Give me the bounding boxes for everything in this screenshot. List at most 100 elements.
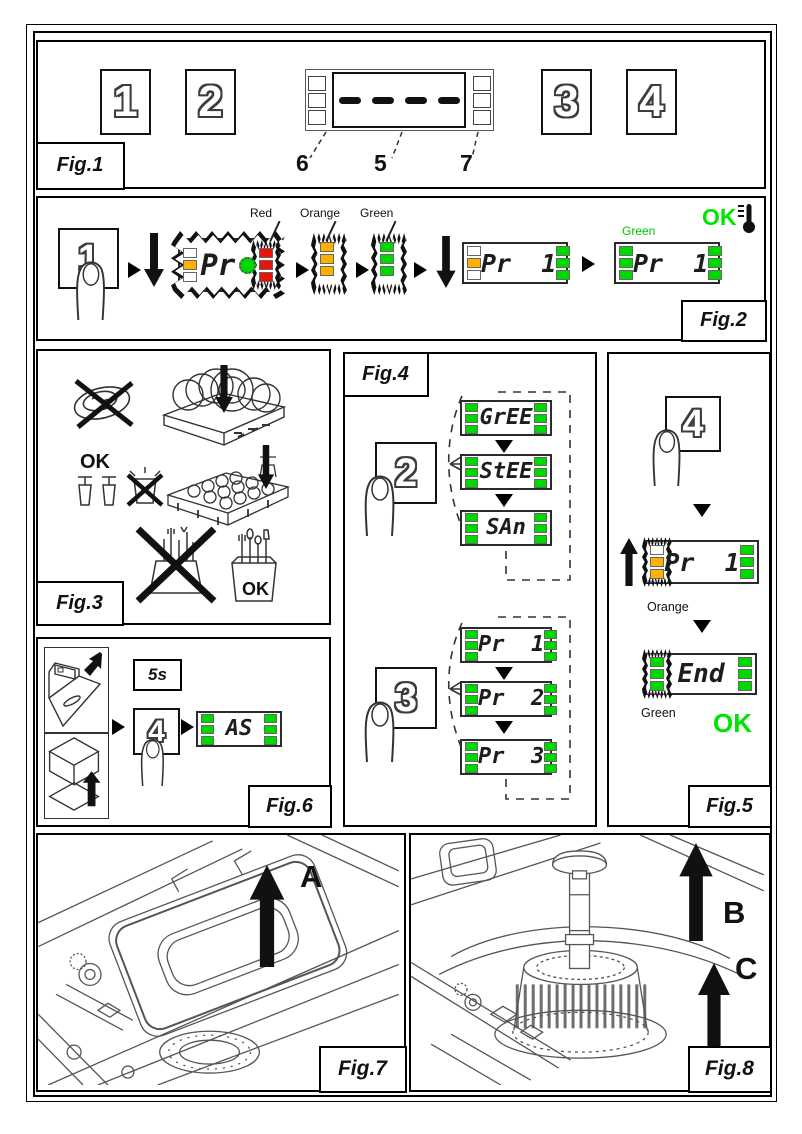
led-off (308, 109, 326, 125)
fig6-panel: 5s 4 AS Fig.6 (36, 637, 332, 828)
led-green (465, 694, 478, 704)
led-green (619, 246, 633, 256)
arrow-down-icon (693, 620, 711, 633)
led-column-left (465, 683, 478, 715)
led-green (544, 694, 558, 704)
led-green (465, 752, 478, 762)
display-pr1-green: Pr 1 (614, 242, 723, 284)
green-led-flash (380, 242, 398, 286)
dishwasher-door-icon (48, 652, 102, 728)
led-green (619, 258, 633, 268)
led-green (465, 512, 478, 522)
led-green (544, 640, 558, 650)
led-column-orange (320, 242, 338, 276)
callout-7: 7 (460, 150, 473, 176)
led-column-right (544, 741, 558, 773)
lift-arrow-a-icon (249, 865, 285, 967)
arrow-right-icon (296, 262, 309, 278)
led-off (650, 545, 664, 555)
finger-icon (76, 261, 105, 320)
glasses-ok-label: OK (80, 451, 110, 473)
led-green (534, 523, 547, 533)
arrow-right-icon (112, 719, 125, 735)
led-green (201, 713, 214, 723)
plate-rack-icon (161, 368, 287, 446)
level-up-arrow-icon (620, 538, 638, 586)
cutlery-basket-crossed-icon (135, 526, 217, 604)
fig5-label: Fig.5 (687, 784, 772, 828)
led-green (650, 657, 664, 667)
led-green (556, 246, 571, 256)
press-down-arrow-icon (436, 236, 456, 288)
display-text: StEE (479, 459, 533, 484)
arrow-down-icon (495, 494, 513, 507)
callout-5: 5 (374, 150, 387, 176)
glass-upright-crossed-icon (126, 467, 164, 507)
led-green (544, 752, 558, 762)
outer-page-border (26, 24, 777, 1102)
led-green (465, 763, 478, 773)
callout-6: 6 (296, 150, 309, 176)
led-green (533, 424, 547, 434)
led-green (544, 651, 558, 661)
fig4-button-3-number: 3 (394, 676, 418, 720)
led-column-left (465, 512, 478, 544)
cycle-loop-dashes-top (447, 391, 571, 581)
led-off (473, 75, 491, 91)
led-green (708, 258, 723, 268)
arrow-right-icon (356, 262, 369, 278)
display-text: AS (225, 716, 253, 741)
arrow-down-icon (693, 504, 711, 517)
display-san: SAn (460, 510, 552, 546)
arrow-right-icon (181, 719, 194, 735)
led-green (534, 512, 547, 522)
led-column-left (465, 402, 478, 434)
display-panel (305, 69, 494, 131)
button-4-number: 4 (639, 77, 664, 126)
led-green (650, 681, 664, 691)
led-green (708, 270, 723, 280)
led-green (739, 569, 754, 579)
display-end-flashing: End (645, 653, 757, 695)
led-green (465, 705, 478, 715)
led-orange (320, 266, 334, 276)
machine-box-icon (48, 737, 101, 811)
led-green (533, 478, 547, 488)
display-pr1-orange-flashing: Pr 1 (645, 540, 759, 584)
fig1-label: Fig.1 (35, 141, 125, 190)
led-column-left (619, 246, 633, 280)
orange-led-flash (320, 242, 338, 286)
hold-time-box: 5s (133, 659, 182, 691)
display-text: Pr 1 (481, 248, 557, 278)
led-green (465, 456, 478, 466)
display-dash (371, 96, 394, 104)
fig5-panel: 4 Pr 1 Orange End Green OK Fig.5 (607, 352, 772, 828)
green-led-flash (650, 657, 664, 691)
led-column-left (201, 713, 214, 745)
led-green (465, 413, 478, 423)
glasses-upside-down-icon (78, 476, 116, 506)
display-text: Pr 3 (478, 744, 545, 769)
led-red (259, 260, 273, 270)
arrow-down-icon (495, 721, 513, 734)
display-led-column-right (473, 75, 491, 125)
fig4-label: Fig.4 (342, 351, 429, 397)
green-label: Green (360, 206, 394, 220)
display-pr1: Pr 1 (460, 627, 558, 663)
led-column-left (465, 741, 478, 773)
led-green (201, 724, 214, 734)
led-off (473, 92, 491, 108)
orange-label: Orange (300, 206, 341, 220)
tank-filter-tray-drawing (38, 835, 399, 1085)
button-1: 1 (100, 69, 151, 135)
finger-icon (652, 429, 681, 486)
display-as: AS (196, 711, 282, 747)
inner-page-border (33, 31, 772, 1097)
press-down-arrow-icon (144, 233, 164, 287)
display-pr2: Pr 2 (460, 681, 558, 717)
button-2-number: 2 (198, 77, 223, 126)
display-stee: StEE (460, 454, 552, 490)
button-3: 3 (541, 69, 592, 135)
led-green (533, 456, 547, 466)
display-text: SAn (486, 515, 526, 540)
